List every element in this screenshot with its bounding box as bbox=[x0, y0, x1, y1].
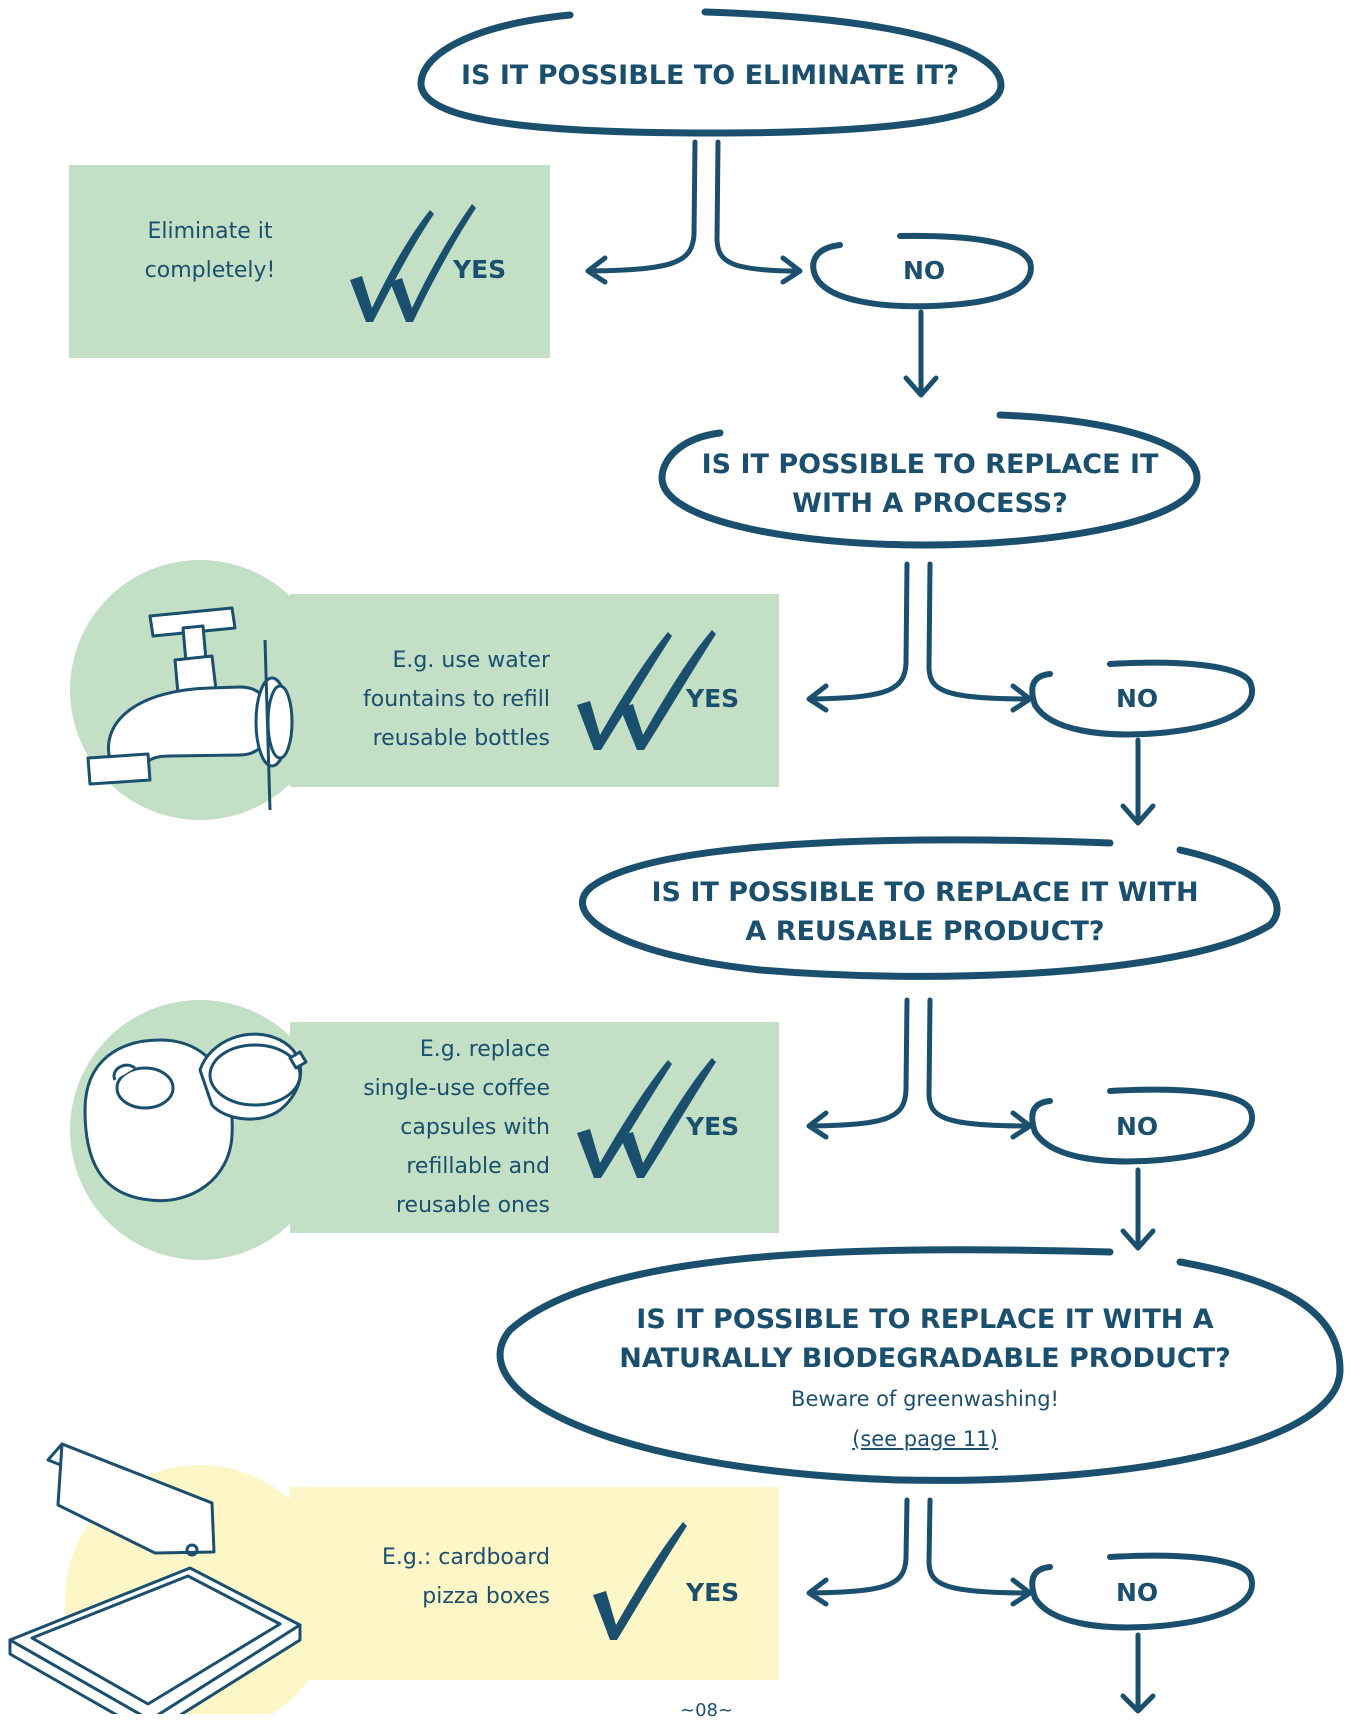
reusable-box bbox=[290, 1022, 779, 1233]
no-label-2: NO bbox=[1116, 684, 1159, 713]
question-reusable: IS IT POSSIBLE TO REPLACE IT WITH A REUS… bbox=[651, 877, 1199, 947]
process-box bbox=[290, 594, 779, 787]
checkmark-icon bbox=[390, 204, 476, 322]
example-biodegradable: E.g.: cardboard pizza boxes bbox=[382, 1545, 550, 1609]
checkmark-icon bbox=[593, 1522, 687, 1640]
question-3-outline bbox=[579, 836, 1281, 980]
no-label-4: NO bbox=[1116, 1578, 1159, 1607]
no-oval-2 bbox=[1029, 659, 1255, 738]
question-1-outline bbox=[417, 8, 1005, 137]
checkmark-icon bbox=[350, 210, 434, 322]
page-number: ~08~ bbox=[680, 1700, 734, 1721]
question-biodegradable: IS IT POSSIBLE TO REPLACE IT WITH A NATU… bbox=[619, 1304, 1231, 1374]
down-arrow-4 bbox=[1120, 1632, 1156, 1714]
checkmark-icon bbox=[577, 632, 672, 750]
split-arrow-4 bbox=[806, 1497, 1033, 1607]
split-arrow-3 bbox=[806, 997, 1033, 1140]
biodegradable-box bbox=[290, 1487, 779, 1680]
down-arrow-1 bbox=[903, 309, 939, 398]
greenwashing-note: Beware of greenwashing! bbox=[791, 1387, 1059, 1411]
split-arrow-1 bbox=[585, 139, 803, 285]
see-page-link[interactable]: (see page 11) bbox=[852, 1427, 998, 1451]
no-oval-3 bbox=[1029, 1086, 1255, 1165]
checkmark-icon bbox=[620, 630, 716, 750]
yes-label-3: YES bbox=[686, 1112, 740, 1141]
example-reusable: E.g. replace single-use coffee capsules … bbox=[363, 1037, 550, 1218]
pizza-box-icon bbox=[8, 1442, 302, 1714]
no-oval-4 bbox=[1029, 1552, 1255, 1631]
checkmark-icon bbox=[577, 1060, 672, 1178]
question-eliminate: IS IT POSSIBLE TO ELIMINATE IT? bbox=[460, 60, 959, 91]
coffee-capsule-icon bbox=[83, 1032, 308, 1203]
question-2-outline bbox=[658, 411, 1201, 549]
question-process: IS IT POSSIBLE TO REPLACE IT WITH A PROC… bbox=[701, 449, 1159, 519]
yes-label-2: YES bbox=[686, 684, 740, 713]
question-4-outline bbox=[496, 1246, 1344, 1484]
no-label-3: NO bbox=[1116, 1112, 1159, 1141]
down-arrow-3 bbox=[1120, 1167, 1156, 1251]
eliminate-box bbox=[69, 165, 550, 358]
example-process: E.g. use water fountains to refill reusa… bbox=[363, 648, 550, 751]
split-arrow-2 bbox=[806, 561, 1033, 713]
no-label-1: NO bbox=[903, 256, 946, 285]
example-eliminate: Eliminate it completely! bbox=[144, 219, 276, 283]
no-oval-1 bbox=[810, 232, 1034, 310]
yes-label-1: YES bbox=[453, 255, 507, 284]
down-arrow-2 bbox=[1120, 737, 1156, 826]
checkmark-icon bbox=[620, 1058, 716, 1178]
water-tap-icon bbox=[86, 606, 294, 811]
yes-label-4: YES bbox=[686, 1578, 740, 1607]
